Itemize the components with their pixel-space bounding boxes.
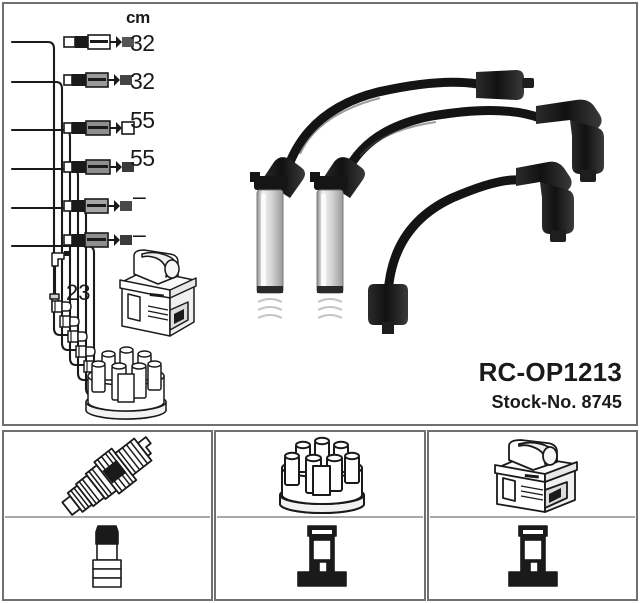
cable-length-label-2: 32	[130, 68, 155, 94]
cable-length-label-1: 32	[130, 30, 155, 56]
schematic-connectors-artwork	[50, 30, 145, 235]
ignition-coil-panel	[427, 430, 638, 601]
ignition-coil-icon	[487, 438, 587, 516]
panel-divider	[430, 516, 635, 518]
panel-divider	[217, 516, 423, 518]
distributor-terminal-icon	[294, 524, 350, 592]
coil-terminal-icon	[505, 524, 561, 592]
jumper-length-label: 23	[66, 280, 91, 305]
cable-length-label-5: –	[133, 183, 146, 209]
panel-divider	[5, 516, 210, 518]
cable-length-label-4: 55	[130, 145, 155, 171]
cable-length-label-6: –	[133, 221, 146, 247]
spark-plug-icon	[52, 436, 167, 516]
cable-length-label-3: 55	[130, 107, 155, 133]
spark-plug-terminal-icon	[84, 524, 134, 594]
part-code-label: RC-OP1213	[478, 357, 622, 387]
distributor-cap-icon	[268, 436, 376, 516]
distributor-cap-illustration	[74, 344, 178, 422]
spark-plug-panel	[2, 430, 213, 601]
stock-number-label: Stock-No. 8745	[491, 392, 622, 412]
unit-header-label: cm	[126, 8, 150, 27]
ignition-leads-artwork	[240, 58, 636, 340]
schematic-connector-row6-artwork	[50, 230, 145, 250]
distributor-cap-panel	[214, 430, 426, 601]
ignition-coil-illustration	[112, 248, 204, 340]
